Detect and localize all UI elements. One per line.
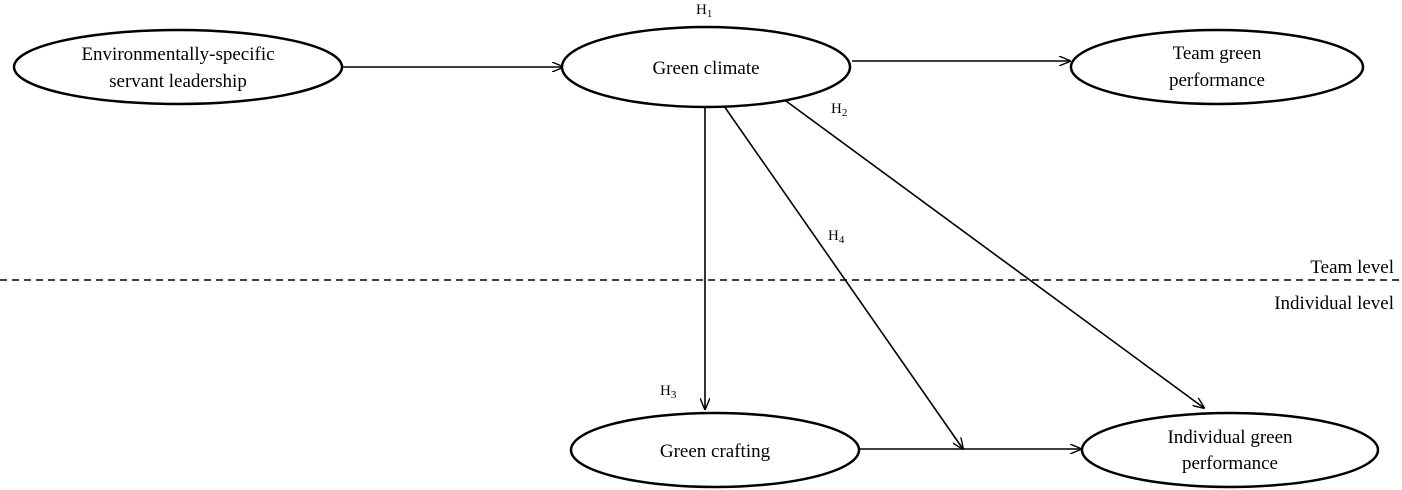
node-label-line-2: performance — [1182, 453, 1278, 474]
node-green-crafting: Green crafting — [569, 411, 861, 489]
node-label: Green climate — [652, 58, 759, 79]
node-label-line-2: servant leadership — [109, 71, 247, 92]
node-label-line-1: Individual green — [1167, 427, 1293, 448]
hypothesis-label-h3: H3 — [660, 383, 677, 401]
node-green-climate: Green climate — [560, 25, 852, 109]
hypothesis-label-h2: H2 — [831, 101, 847, 119]
team-level-label: Team level — [1310, 257, 1394, 278]
edge-green-climate-to-moderation-point — [723, 105, 963, 449]
node-label-line-1: Team green — [1173, 43, 1262, 64]
individual-level-label: Individual level — [1274, 293, 1394, 314]
node-label: Green crafting — [660, 441, 771, 462]
node-label-line-2: performance — [1169, 70, 1265, 91]
node-individual-green-performance: Individual green performance — [1080, 411, 1380, 489]
hypothesis-label-h4: H4 — [828, 228, 845, 246]
node-team-green-performance: Team green performance — [1069, 28, 1365, 106]
hypothesis-label-h1: H1 — [696, 2, 712, 20]
node-label-line-1: Environmentally-specific — [81, 44, 274, 65]
node-environmentally-specific-servant-leadership: Environmentally-specific servant leaders… — [12, 28, 344, 106]
edge-green-climate-to-individual-green-performance — [785, 100, 1204, 408]
